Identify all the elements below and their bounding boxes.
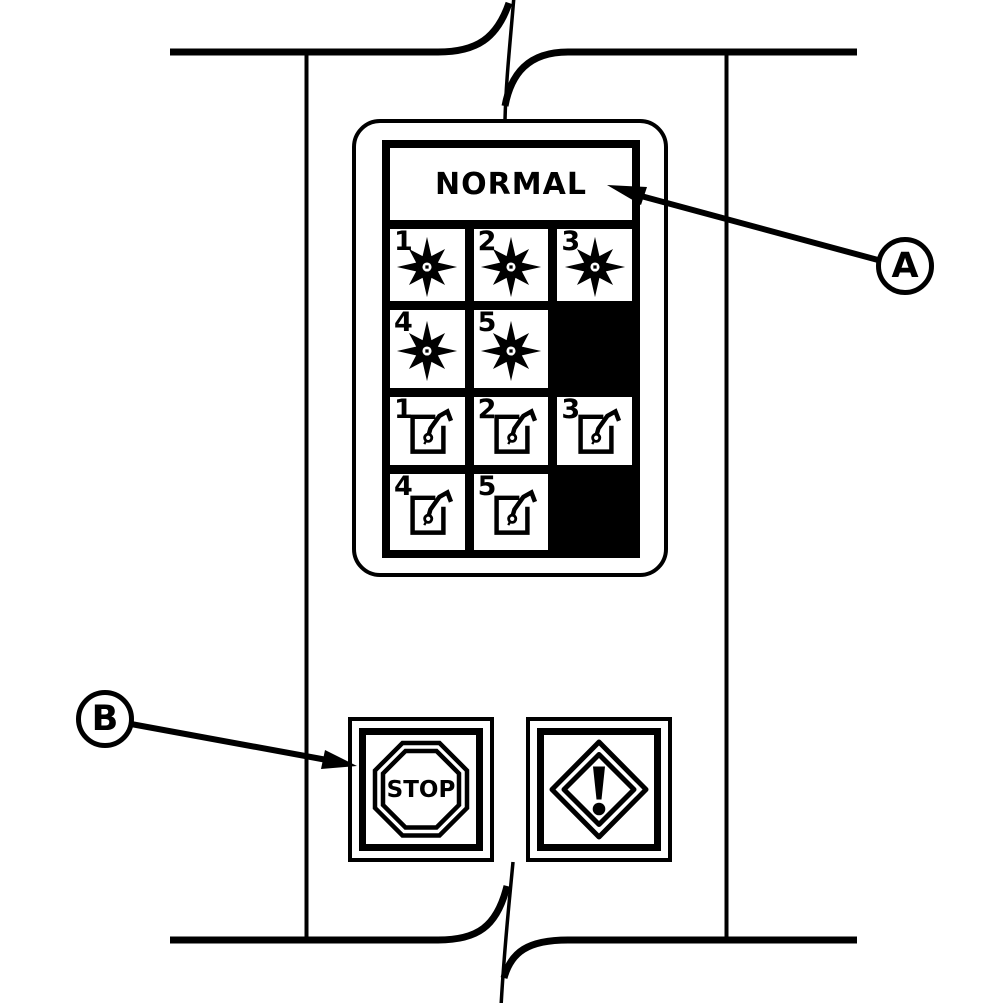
status-display-text: NORMAL (435, 166, 587, 202)
switch-cell-5: 5 (473, 471, 549, 550)
toggle-switch-icon (489, 405, 539, 459)
indicator-number: 4 (394, 307, 413, 338)
stop-octagon-icon (372, 740, 470, 838)
callout-a: A (876, 237, 934, 295)
toggle-switch-icon (489, 486, 539, 540)
top-edge-right-line (501, 48, 857, 107)
callout-b-label: B (91, 699, 119, 739)
blank-cell (557, 310, 632, 388)
bottom-edge-left-line (170, 885, 511, 944)
indicator-grid: NORMAL 1 2 3 4 5 1 2 (382, 140, 640, 558)
indicator-number: 1 (394, 226, 413, 257)
warning-diamond-exclamation-icon (549, 739, 649, 840)
switch-cell-2: 2 (473, 394, 549, 465)
switch-number: 2 (477, 394, 497, 425)
switch-cell-1: 1 (390, 394, 465, 465)
switch-number: 1 (394, 394, 413, 425)
switch-cell-4: 4 (390, 471, 465, 550)
switch-number: 5 (477, 471, 497, 502)
toggle-switch-icon (405, 405, 455, 459)
indicator-cell-4: 4 (390, 307, 465, 388)
bottom-break-squiggle (499, 861, 515, 1003)
indicator-cell-2: 2 (473, 226, 549, 301)
top-edge-left-line (170, 1, 513, 56)
switch-number: 4 (394, 471, 413, 502)
toggle-switch-icon (405, 486, 455, 540)
stop-button-face: STOP (359, 728, 483, 851)
indicator-number: 2 (477, 226, 497, 257)
switch-cell-3: 3 (557, 394, 632, 465)
status-display: NORMAL (390, 148, 632, 220)
warning-button (526, 717, 672, 862)
warning-button-face (537, 728, 661, 851)
indicator-cell-3: 3 (557, 226, 632, 301)
stop-button-label: STOP (386, 776, 456, 803)
stop-button: STOP (348, 717, 494, 862)
indicator-number: 3 (561, 226, 581, 257)
callout-b: B (76, 690, 134, 748)
top-break-squiggle (503, 0, 516, 121)
callout-a-label: A (891, 246, 919, 286)
switch-number: 3 (561, 394, 581, 425)
indicator-cell-5: 5 (473, 307, 549, 388)
toggle-switch-icon (573, 405, 623, 459)
indicator-cell-1: 1 (390, 226, 465, 301)
blank-cell (557, 474, 632, 550)
indicator-number: 5 (477, 307, 497, 338)
bottom-edge-right-line (500, 936, 857, 980)
